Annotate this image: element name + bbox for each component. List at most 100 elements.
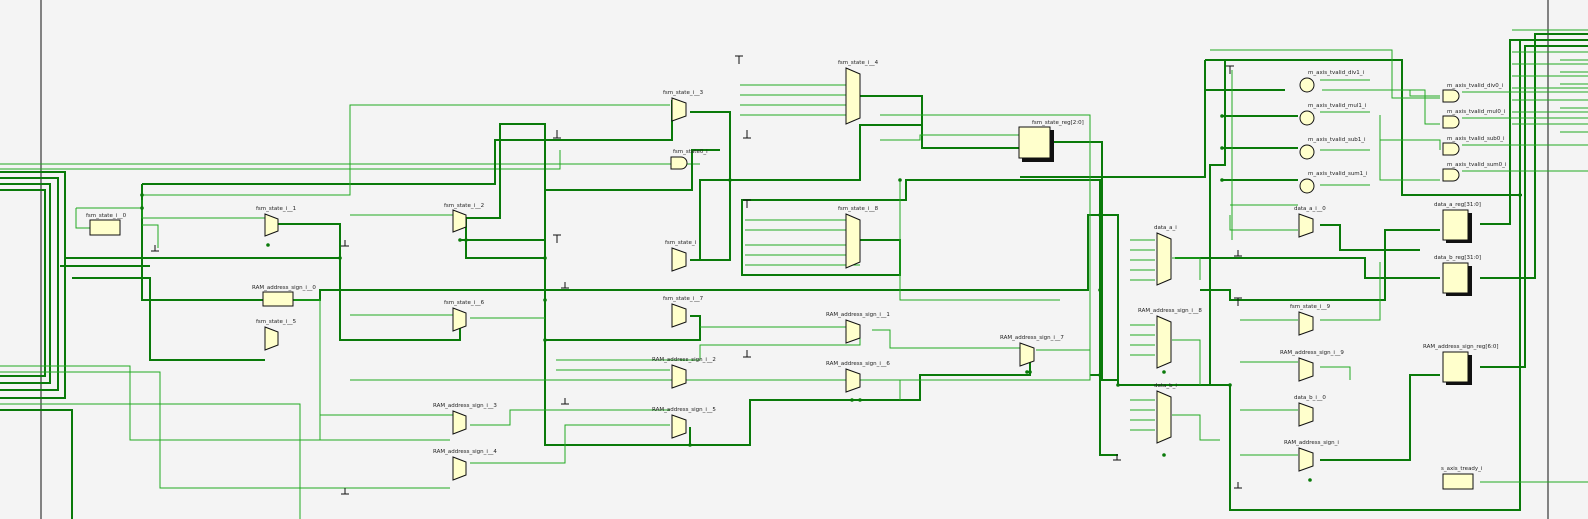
cell-fsm_state_i__6[interactable]: fsm_state_i__6 bbox=[444, 300, 485, 332]
cell-fsm_state_i__1[interactable]: fsm_state_i__1 bbox=[256, 206, 296, 237]
mux-shape bbox=[671, 303, 687, 328]
cell-RAM_address_sign_i__1[interactable]: RAM_address_sign_i__1 bbox=[826, 312, 890, 344]
cell-label: s_axis_tready_i bbox=[1441, 466, 1483, 472]
cell-label: fsm_state_i__4 bbox=[838, 60, 879, 66]
mux-shape bbox=[1156, 232, 1172, 286]
cell-label: RAM_address_sign_i__9 bbox=[1280, 350, 1344, 356]
cell-label: RAM_address_sign_i__7 bbox=[1000, 335, 1064, 341]
cell-data_a_reg[interactable]: data_a_reg[31:0] bbox=[1434, 202, 1481, 243]
cell-m_axis_tvalid_mul0_i[interactable]: m_axis_tvalid_mul0_i bbox=[1442, 109, 1506, 129]
mux-shape bbox=[1298, 311, 1314, 336]
cell-fsm_state0_i[interactable]: fsm_state0_i bbox=[670, 149, 708, 170]
cell-fsm_state_i__7[interactable]: fsm_state_i__7 bbox=[663, 296, 704, 328]
cell-m_axis_tvalid_sub1_i[interactable]: m_axis_tvalid_sub1_i bbox=[1299, 137, 1366, 160]
cell-label: RAM_address_sign_i__6 bbox=[826, 361, 890, 367]
mux-shape bbox=[452, 209, 467, 233]
cell-label: RAM_address_sign_i bbox=[1284, 440, 1339, 446]
cell-fsm_state_i__8[interactable]: fsm_state_i__8 bbox=[838, 206, 879, 269]
mux-shape bbox=[1156, 390, 1172, 444]
cell-fsm_state_i__9[interactable]: fsm_state_i__9 bbox=[1290, 304, 1331, 336]
mux-shape bbox=[845, 213, 861, 269]
cell-label: m_axis_tvalid_mul0_i bbox=[1447, 109, 1506, 115]
register-box bbox=[1442, 209, 1469, 241]
mux-shape bbox=[1019, 342, 1035, 367]
cell-fsm_state_i__5[interactable]: fsm_state_i__5 bbox=[256, 319, 297, 351]
cell-label: m_axis_tvalid_sub0_i bbox=[1447, 136, 1505, 142]
cell-label: fsm_state_i__6 bbox=[444, 300, 485, 306]
mux-shape bbox=[452, 307, 467, 332]
cell-label: fsm_state_reg[2:0] bbox=[1032, 120, 1084, 126]
cell-label: fsm_state_i__8 bbox=[838, 206, 879, 212]
cell-RAM_address_sign_i__8[interactable]: RAM_address_sign_i__8 bbox=[1138, 308, 1202, 369]
mux-shape bbox=[1156, 315, 1172, 369]
cell-m_axis_tvalid_mul1_i[interactable]: m_axis_tvalid_mul1_i bbox=[1299, 103, 1367, 126]
cell-RAM_address_sign_i__5[interactable]: RAM_address_sign_i__5 bbox=[652, 407, 716, 439]
cell-label: data_a_i__0 bbox=[1294, 206, 1326, 212]
cell-label: fsm_state_i__1 bbox=[256, 206, 296, 212]
cell-label: data_b_i__0 bbox=[1294, 395, 1326, 401]
cell-fsm_state_i__0[interactable]: fsm_state_i__0 bbox=[86, 213, 127, 236]
cell-data_a_i[interactable]: data_a_i bbox=[1154, 225, 1177, 286]
register-box bbox=[1442, 351, 1469, 383]
cell-data_a_i__0[interactable]: data_a_i__0 bbox=[1294, 206, 1326, 238]
cell-label: RAM_address_sign_i__1 bbox=[826, 312, 890, 318]
mux-shape bbox=[671, 97, 687, 122]
cell-data_b_i[interactable]: data_b_i bbox=[1154, 383, 1177, 444]
cell-label: RAM_address_sign_reg[6:0] bbox=[1423, 344, 1499, 350]
cell-RAM_address_sign_i__3[interactable]: RAM_address_sign_i__3 bbox=[433, 403, 497, 435]
mux-shape bbox=[671, 414, 687, 439]
cell-m_axis_tvalid_div0_i[interactable]: m_axis_tvalid_div0_i bbox=[1442, 83, 1503, 103]
register-box bbox=[262, 291, 294, 307]
cell-fsm_state_i[interactable]: fsm_state_i bbox=[665, 240, 697, 272]
register-box bbox=[1442, 262, 1469, 294]
mux-shape bbox=[1298, 447, 1314, 472]
register-box bbox=[89, 219, 121, 236]
cell-RAM_address_sign_i__6[interactable]: RAM_address_sign_i__6 bbox=[826, 361, 890, 393]
mux-shape bbox=[671, 247, 687, 272]
inverter-shape bbox=[1299, 144, 1315, 160]
cell-fsm_state_i__2[interactable]: fsm_state_i__2 bbox=[444, 203, 484, 233]
cell-label: fsm_state_i__5 bbox=[256, 319, 297, 325]
output-port-stubs bbox=[1512, 29, 1588, 125]
cell-fsm_state_i__3[interactable]: fsm_state_i__3 bbox=[663, 90, 704, 122]
mux-shape bbox=[452, 456, 467, 481]
cell-RAM_address_sign_i__0[interactable]: RAM_address_sign_i__0 bbox=[252, 285, 316, 307]
cell-label: m_axis_tvalid_sub1_i bbox=[1308, 137, 1366, 143]
cell-s_axis_tready_i[interactable]: s_axis_tready_i bbox=[1441, 466, 1483, 490]
cell-label: RAM_address_sign_i__0 bbox=[252, 285, 316, 291]
mux-shape bbox=[1298, 213, 1314, 238]
cell-RAM_address_sign_i__4[interactable]: RAM_address_sign_i__4 bbox=[433, 449, 497, 481]
cell-m_axis_tvalid_div1_i[interactable]: m_axis_tvalid_div1_i bbox=[1299, 70, 1364, 93]
and-gate-shape bbox=[1442, 89, 1460, 103]
cell-RAM_address_sign_i__9[interactable]: RAM_address_sign_i__9 bbox=[1280, 350, 1344, 382]
mux-shape bbox=[1298, 357, 1314, 382]
cell-RAM_address_sign_i[interactable]: RAM_address_sign_i bbox=[1284, 440, 1339, 472]
cell-m_axis_tvalid_sum1_i[interactable]: m_axis_tvalid_sum1_i bbox=[1299, 171, 1368, 194]
register-box bbox=[1018, 126, 1051, 159]
mux-shape bbox=[264, 213, 279, 237]
cell-fsm_state_reg[interactable]: fsm_state_reg[2:0] bbox=[1018, 120, 1084, 162]
cell-label: m_axis_tvalid_div0_i bbox=[1447, 83, 1503, 89]
cell-label: fsm_state_i__9 bbox=[1290, 304, 1331, 310]
cell-RAM_address_sign_i__2[interactable]: RAM_address_sign_i__2 bbox=[652, 357, 716, 389]
cell-data_b_reg[interactable]: data_b_reg[31:0] bbox=[1434, 255, 1481, 296]
cell-label: fsm_state_i__3 bbox=[663, 90, 704, 96]
cell-data_b_i__0[interactable]: data_b_i__0 bbox=[1294, 395, 1326, 427]
mux-shape bbox=[845, 319, 861, 344]
mux-shape bbox=[1298, 402, 1314, 427]
cell-RAM_address_sign_reg[interactable]: RAM_address_sign_reg[6:0] bbox=[1423, 344, 1499, 385]
cell-label: m_axis_tvalid_div1_i bbox=[1308, 70, 1364, 76]
cell-label: RAM_address_sign_i__5 bbox=[652, 407, 716, 413]
cell-m_axis_tvalid_sub0_i[interactable]: m_axis_tvalid_sub0_i bbox=[1442, 136, 1505, 156]
inverter-shape bbox=[1299, 110, 1315, 126]
inverter-shape bbox=[1299, 77, 1315, 93]
cell-fsm_state_i__4[interactable]: fsm_state_i__4 bbox=[838, 60, 879, 125]
mux-shape bbox=[845, 67, 861, 125]
ground-symbols bbox=[151, 55, 1242, 495]
cell-label: fsm_state0_i bbox=[673, 149, 708, 155]
cell-m_axis_tvalid_sum0_i[interactable]: m_axis_tvalid_sum0_i bbox=[1442, 162, 1507, 182]
cell-label: fsm_state_i__2 bbox=[444, 203, 484, 209]
mux-shape bbox=[264, 326, 279, 351]
cell-RAM_address_sign_i__7[interactable]: RAM_address_sign_i__7 bbox=[1000, 335, 1064, 367]
